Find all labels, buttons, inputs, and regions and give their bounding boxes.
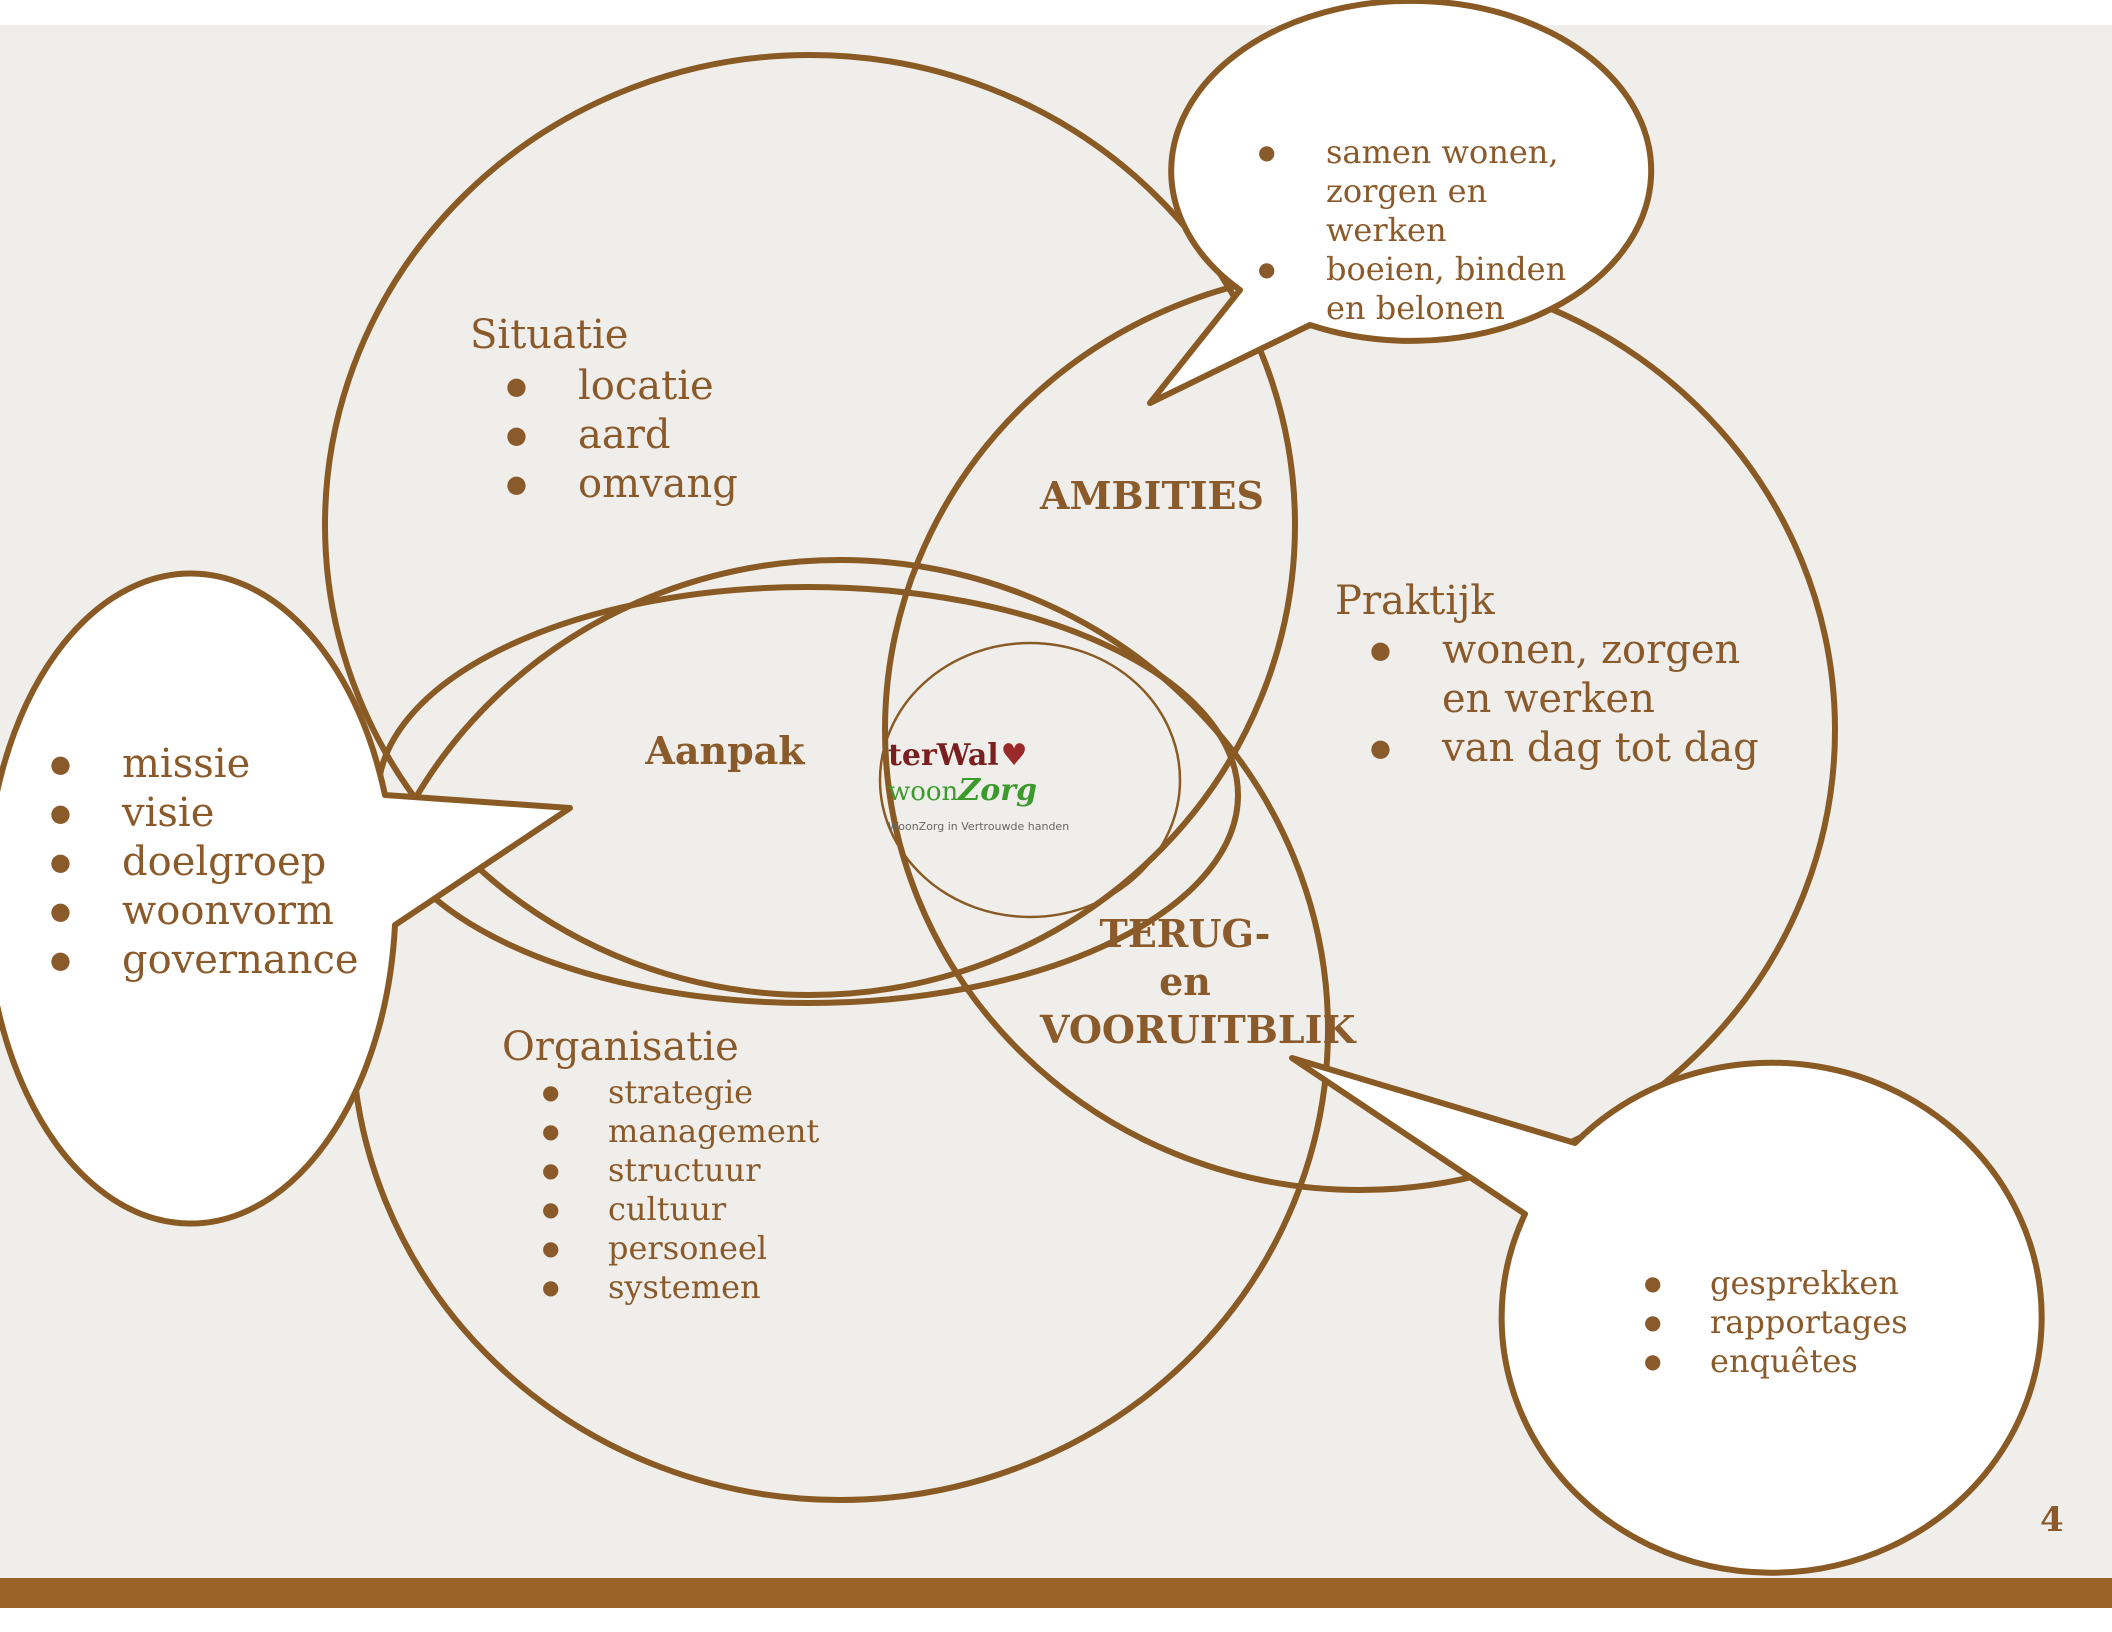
logo-tagline: WoonZorg in Vertrouwde handen	[888, 820, 1070, 833]
list-item: aard	[506, 411, 738, 460]
ambities-bubble-list: samen wonen, zorgen en werken boeien, bi…	[1258, 133, 1606, 328]
praktijk-list: wonen, zorgen en werken van dag tot dag	[1370, 626, 1772, 773]
praktijk-heading: Praktijk	[1335, 578, 1495, 624]
list-item: wonen, zorgen en werken	[1370, 626, 1772, 724]
situatie-list: locatie aard omvang	[506, 362, 738, 509]
list-item: management	[542, 1112, 819, 1151]
logo-circle	[878, 641, 1182, 919]
footer-bar	[0, 1578, 2112, 1608]
terugblik-label-line: en	[1159, 959, 1211, 1004]
list-item: cultuur	[542, 1190, 819, 1229]
list-item: locatie	[506, 362, 738, 411]
list-item: gesprekken	[1644, 1264, 1908, 1303]
terwal-woonzorg-logo: terWal♥ woonZorg WoonZorg in Vertrouwde h…	[888, 738, 1178, 833]
list-item: structuur	[542, 1151, 819, 1190]
ambities-label: AMBITIES	[1040, 473, 1264, 518]
situatie-heading: Situatie	[470, 312, 629, 358]
terugblik-label-line: TERUG-	[1099, 911, 1271, 956]
terugblik-label: TERUG- en VOORUITBLIK	[1040, 910, 1356, 1054]
heart-icon: ♥	[1000, 738, 1028, 773]
list-item: strategie	[542, 1073, 819, 1112]
list-item: boeien, binden en belonen	[1258, 250, 1606, 328]
list-item: omvang	[506, 460, 738, 509]
aanpak-label: Aanpak	[645, 728, 805, 773]
list-item: doelgroep	[50, 838, 359, 887]
logo-woon-text: woon	[888, 777, 959, 807]
list-item: rapportages	[1644, 1303, 1908, 1342]
list-item: samen wonen, zorgen en werken	[1258, 133, 1606, 250]
logo-zorg-text: Zorg	[958, 773, 1038, 808]
list-item: van dag tot dag	[1370, 724, 1772, 773]
situatie-circle	[322, 52, 1298, 998]
logo-terwal-text: terWal	[888, 738, 999, 773]
list-item: woonvorm	[50, 887, 359, 936]
list-item: enquêtes	[1644, 1342, 1908, 1381]
organisatie-heading: Organisatie	[502, 1024, 739, 1070]
list-item: personeel	[542, 1229, 819, 1268]
aanpak-bubble-list: missie visie doelgroep woonvorm governan…	[50, 740, 359, 985]
list-item: missie	[50, 740, 359, 789]
terugblik-bubble-list: gesprekken rapportages enquêtes	[1644, 1264, 1908, 1381]
terugblik-label-line: VOORUITBLIK	[1040, 1007, 1356, 1052]
list-item: systemen	[542, 1268, 819, 1307]
list-item: governance	[50, 936, 359, 985]
list-item: visie	[50, 789, 359, 838]
page-number: 4	[2040, 1500, 2064, 1540]
organisatie-list: strategie management structuur cultuur p…	[542, 1073, 819, 1307]
